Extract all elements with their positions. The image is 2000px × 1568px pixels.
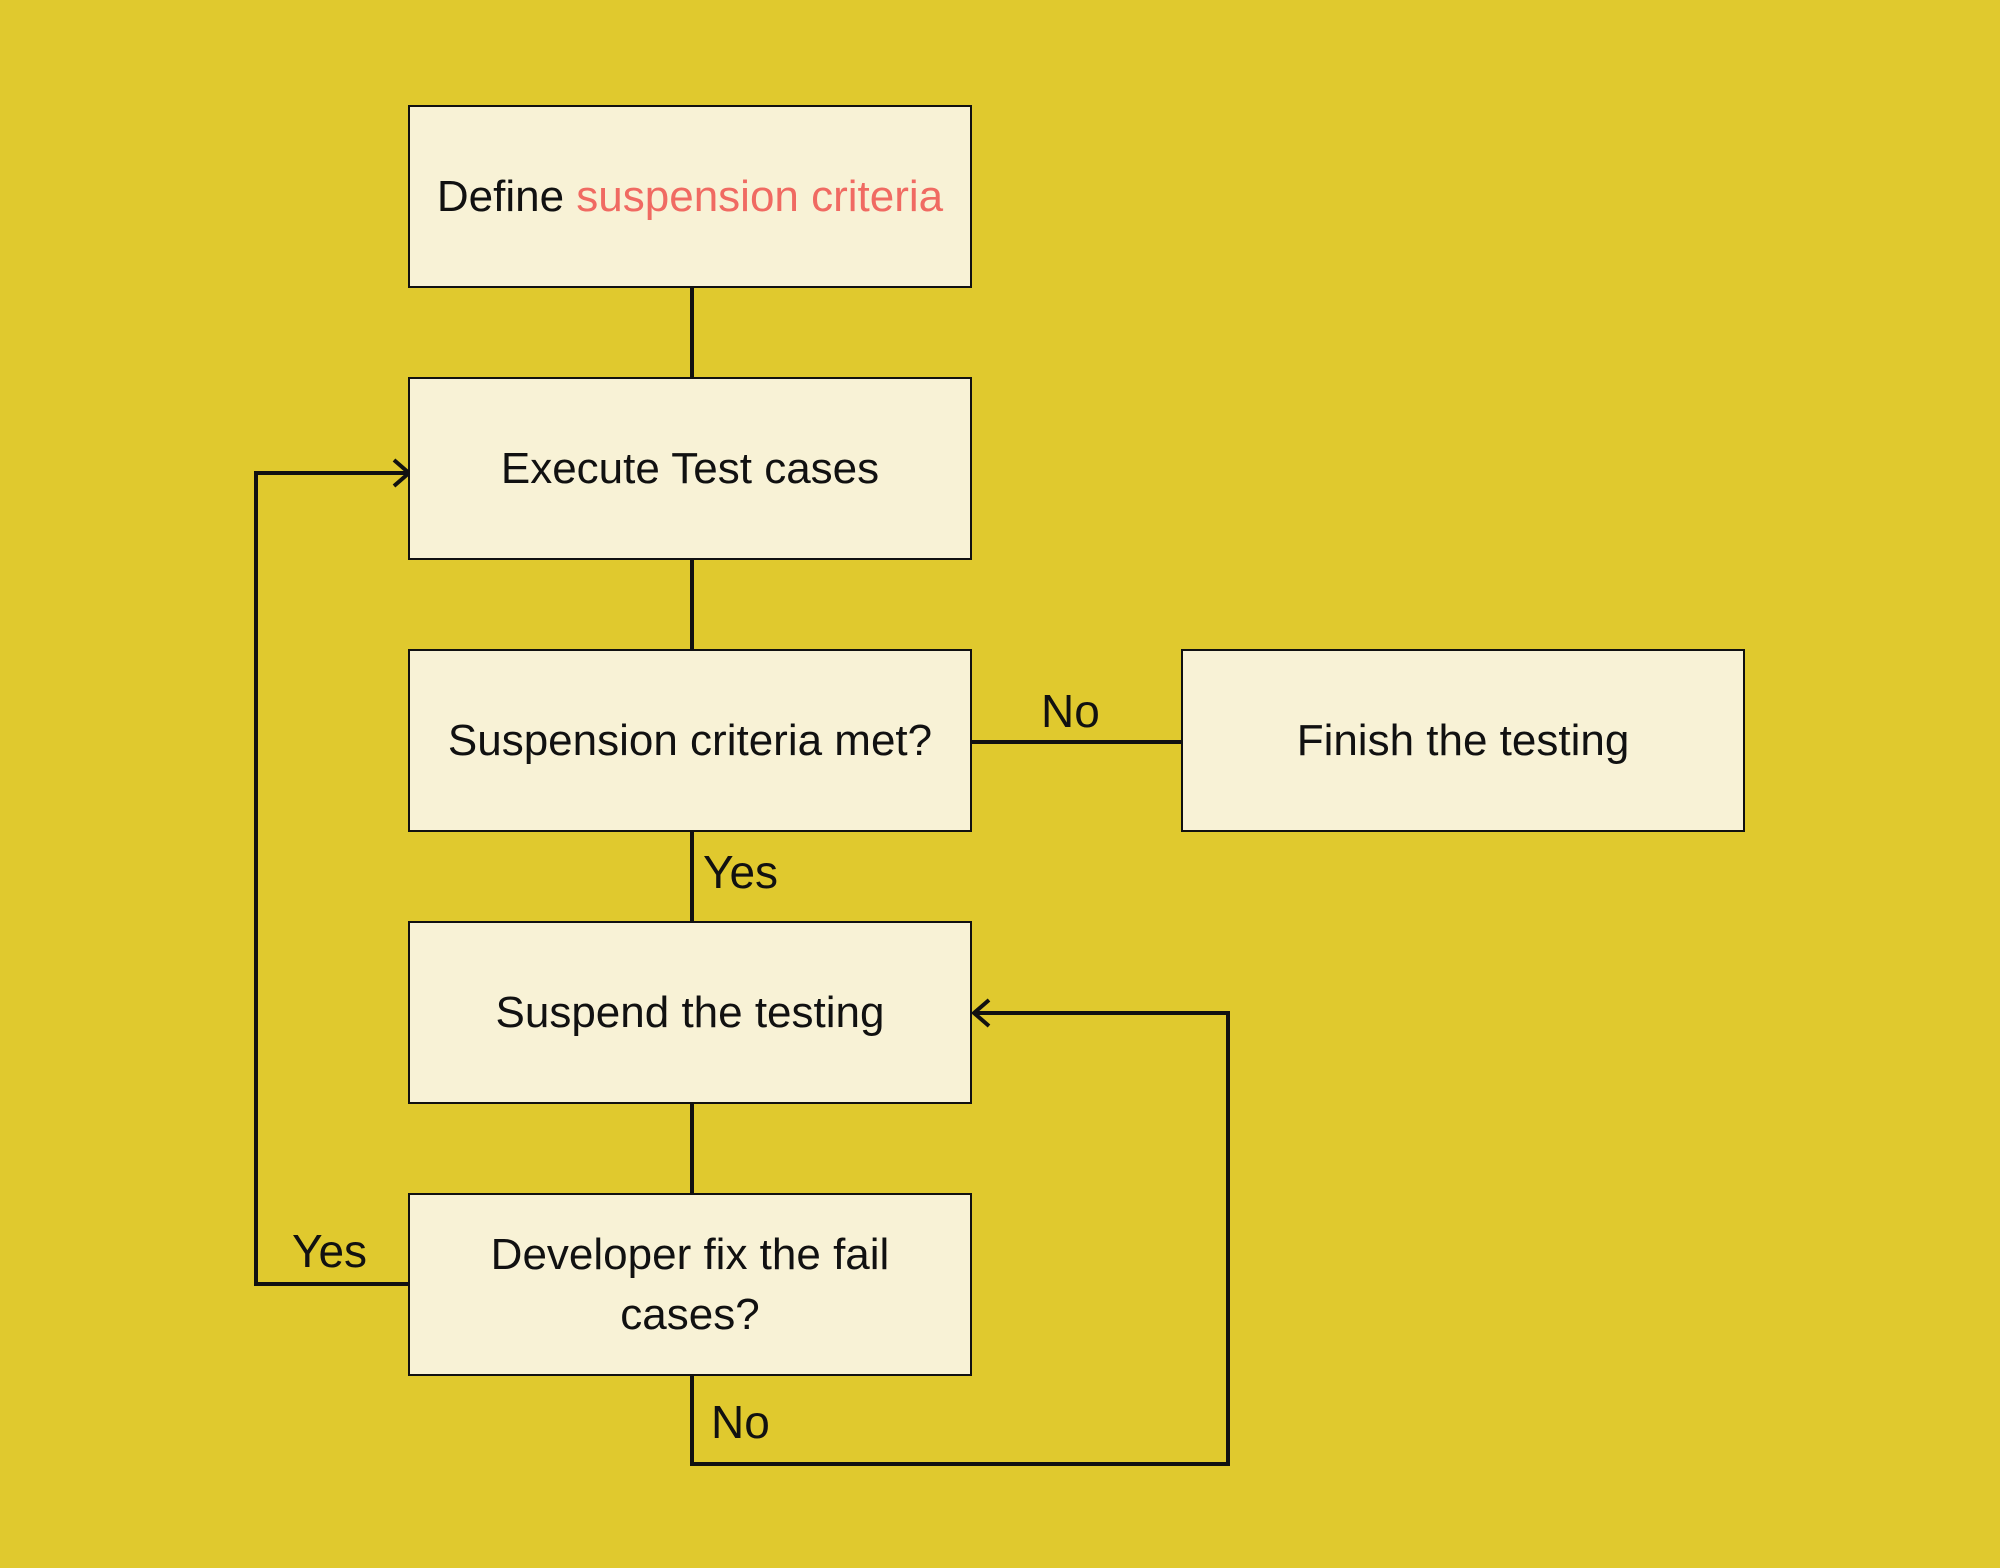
edge-label-fix-no: No [711,1396,770,1448]
node-suspend-label: Suspend the testing [495,987,885,1037]
connector-fix-no-loop [690,1011,1230,1466]
node-finish-label: Finish the testing [1296,715,1630,765]
node-finish-the-testing: Finish the testing [1181,649,1745,832]
node-define-text: Define suspension criteria [437,167,943,227]
node-execute-test-cases: Execute Test cases [408,377,972,560]
node-developer-fix-label: Developer fix the fail cases? [490,1229,890,1339]
node-suspend-the-testing: Suspend the testing [408,921,972,1104]
node-execute-label: Execute Test cases [500,443,880,493]
arrowhead-suspend-icon [970,998,991,1028]
edge-label-fix-yes: Yes [292,1225,368,1277]
node-define-highlight: suspension criteria [576,171,944,221]
node-define-prefix: Define [436,171,565,221]
edge-label-criteria-no: No [1041,685,1100,737]
node-suspension-criteria-met: Suspension criteria met? [408,649,972,832]
node-developer-fix-fail-cases: Developer fix the fail cases? [408,1193,972,1376]
edge-label-criteria-yes: Yes [703,846,779,898]
node-define-suspension-criteria: Define suspension criteria [408,105,972,288]
node-criteria-met-label: Suspension criteria met? [447,715,933,765]
connector-fix-yes-loop [254,471,416,1286]
